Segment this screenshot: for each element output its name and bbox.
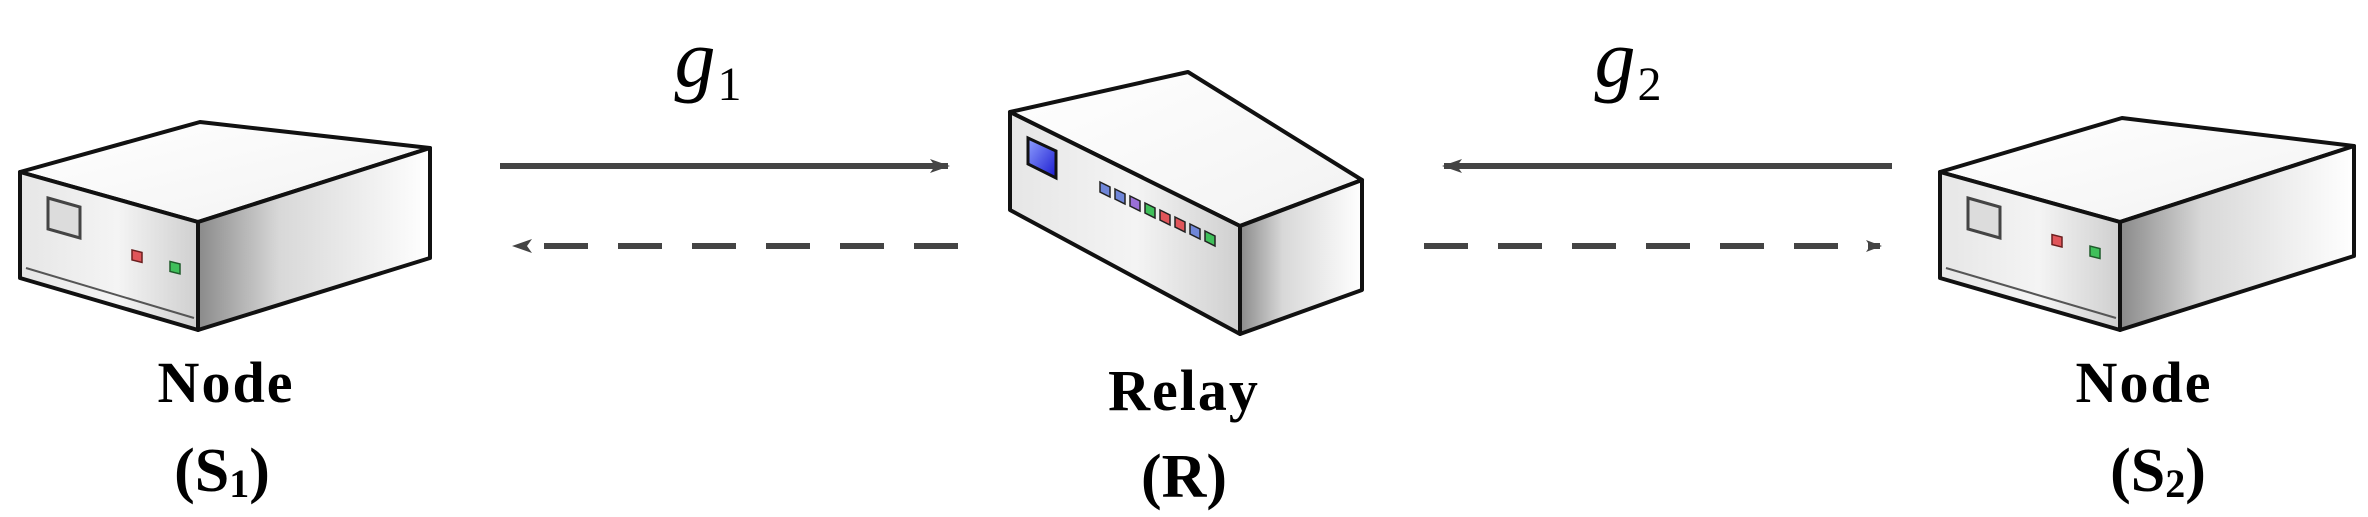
link-gain-g1: g1	[675, 18, 742, 109]
s1-paren-close: )	[249, 437, 270, 505]
s1-panel-square	[46, 196, 82, 240]
relay-paren-open: (	[1140, 443, 1162, 511]
node-s1-device-icon	[18, 120, 432, 332]
s2-green-led	[2089, 245, 2101, 260]
node-s2-name: Node	[2075, 350, 2213, 415]
relay-symbol: (R)	[1141, 446, 1227, 508]
g2-symbol: g	[1594, 13, 1636, 104]
relay-name: Relay	[1108, 358, 1260, 423]
s2-red-led	[2051, 233, 2063, 249]
g1-subscript: 1	[717, 58, 742, 111]
g2-subscript: 2	[1637, 58, 1662, 111]
s2-paren-close: )	[2185, 437, 2206, 505]
g1-symbol: g	[674, 13, 716, 104]
s2-symbol-letter: S	[2130, 437, 2166, 505]
node-s2-device-icon	[1938, 116, 2356, 332]
relay-paren-close: )	[1206, 443, 1228, 511]
node-s1-symbol: (S1)	[174, 440, 270, 504]
s2-paren-open: (	[2110, 437, 2131, 505]
relay-symbol-letter: R	[1161, 443, 1207, 511]
link-gain-g2: g2	[1595, 18, 1662, 109]
s1-red-led	[131, 248, 143, 264]
relay-screen	[1026, 135, 1058, 181]
s1-symbol-subscript: 1	[229, 461, 250, 506]
node-s1-name: Node	[157, 350, 295, 415]
s1-symbol-letter: S	[194, 437, 230, 505]
relay-device-icon	[1008, 70, 1364, 336]
node-s2-symbol: (S2)	[2110, 440, 2206, 504]
relay-led-row	[1099, 180, 1216, 248]
s1-green-led	[169, 260, 181, 275]
s2-symbol-subscript: 2	[2165, 461, 2186, 506]
s2-panel-square	[1966, 196, 2002, 240]
s1-paren-open: (	[174, 437, 195, 505]
